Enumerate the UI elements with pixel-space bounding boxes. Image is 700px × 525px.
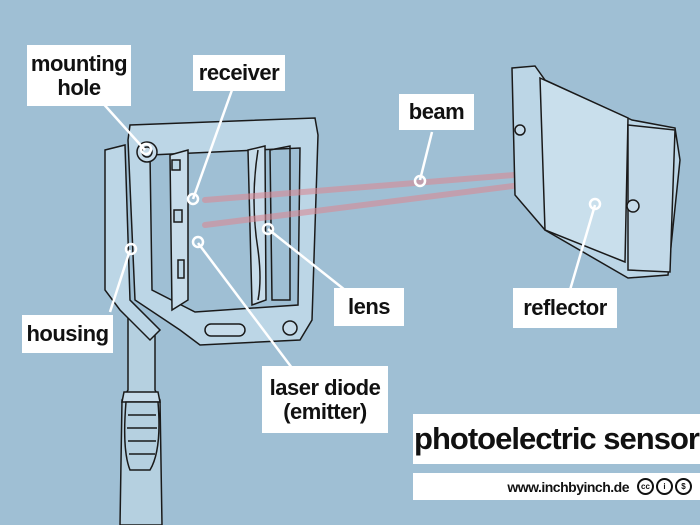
label-beam: beam <box>399 94 474 130</box>
by-attribution-icon: i <box>656 478 673 495</box>
label-text: mounting <box>30 51 128 77</box>
label-mounting-hole: mounting hole <box>27 45 131 106</box>
label-text: reflector <box>523 295 607 321</box>
source-url[interactable]: www.inchbyinch.de <box>507 478 629 495</box>
label-text: laser diode <box>269 375 381 401</box>
reflector <box>511 65 681 279</box>
nc-noncommercial-icon: $ <box>675 478 692 495</box>
footer: www.inchbyinch.de cc i $ <box>413 473 700 500</box>
label-text: hole <box>57 74 101 100</box>
leader-lines <box>99 89 602 369</box>
label-text: beam <box>408 99 465 125</box>
housing <box>104 117 319 346</box>
label-text: (emitter) <box>283 398 367 424</box>
title-text: photoelectric sensor <box>414 421 700 456</box>
label-text: housing <box>26 321 109 347</box>
label-laser-diode: laser diode (emitter) <box>262 366 388 433</box>
license-icons: cc i $ <box>637 478 692 495</box>
label-lens: lens <box>334 288 404 326</box>
label-reflector: reflector <box>513 288 617 328</box>
label-text: receiver <box>198 60 280 86</box>
label-text: lens <box>347 294 391 320</box>
label-receiver: receiver <box>193 55 285 91</box>
cc-icon: cc <box>637 478 654 495</box>
diagram-title: photoelectric sensor <box>413 414 700 464</box>
cable <box>119 308 163 525</box>
label-housing: housing <box>22 315 113 353</box>
